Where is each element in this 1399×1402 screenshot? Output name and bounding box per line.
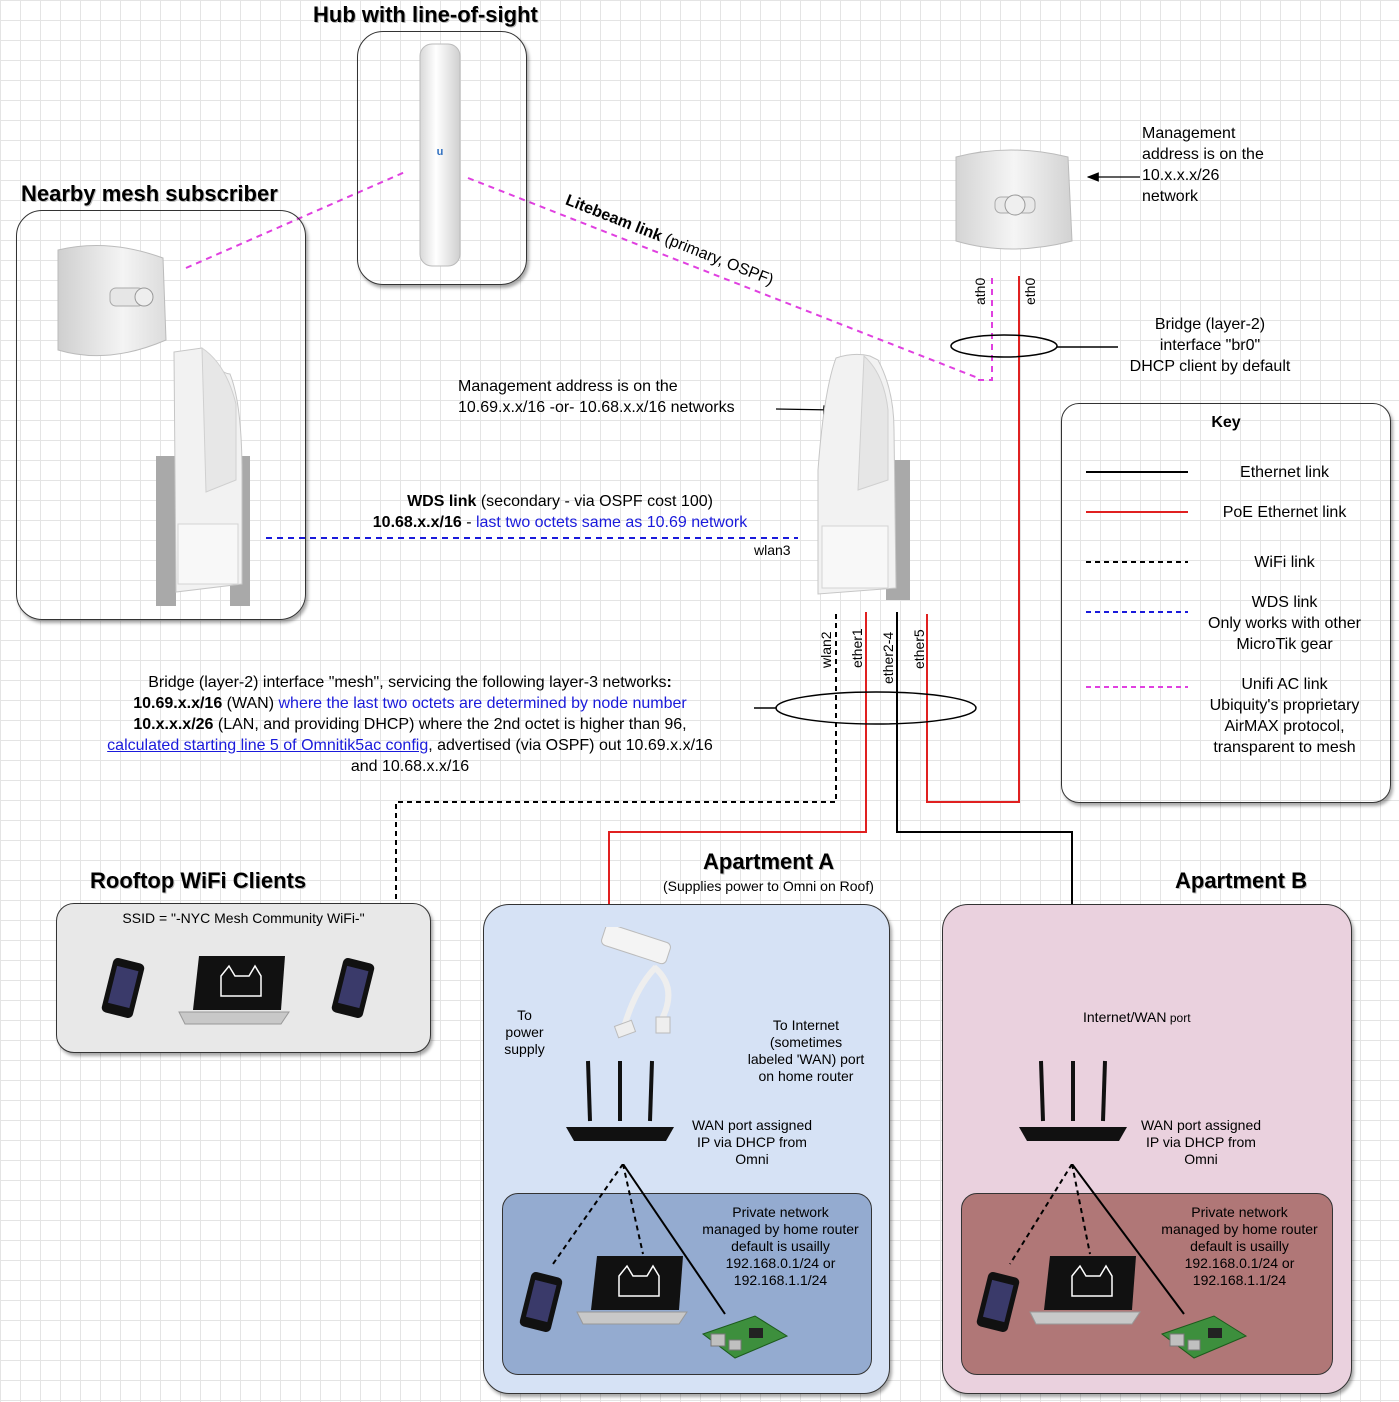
omnitik-config-link[interactable]: calculated starting line 5 of Omnitik5ac… — [107, 737, 429, 754]
wifi-wlan2-rooftop — [395, 614, 837, 902]
hub-title: Hub with line-of-sight — [313, 2, 538, 27]
svg-text:u: u — [437, 146, 444, 158]
key-ethernet-label: Ethernet link — [1240, 464, 1329, 481]
apt-b-device-links — [1009, 1164, 1185, 1315]
hub-box — [357, 31, 527, 285]
port-wlan3: wlan3 — [754, 542, 791, 558]
key-wifi-label: WiFi link — [1254, 554, 1315, 571]
litebeam-ac-hub-device: u — [419, 43, 461, 267]
poe-ether1-apt-a — [608, 612, 867, 925]
mesh-ellipse — [775, 691, 977, 725]
raspberry-pi-icon — [701, 1315, 789, 1359]
apt-a-title: Apartment A — [703, 849, 835, 874]
raspberry-pi-icon — [1160, 1315, 1248, 1359]
litebeam-dish-subscriber — [57, 245, 167, 357]
subscriber-title: Nearby mesh subscriber — [21, 181, 278, 206]
phone-icon — [519, 1272, 563, 1332]
poe-eth0-ether5 — [926, 276, 1020, 803]
laptop-icon — [576, 1256, 688, 1325]
key-swatches — [1086, 471, 1188, 688]
port-wlan2: wlan2 — [818, 631, 834, 668]
ssid-text: SSID = "-NYC Mesh Community WiFi-" — [122, 910, 365, 926]
port-ether1: ether1 — [849, 628, 865, 668]
mesh-bridge-text: Bridge (layer-2) interface "mesh", servi… — [107, 674, 713, 775]
home-router-b-icon — [1019, 1060, 1127, 1141]
key-poe-label: PoE Ethernet link — [1222, 504, 1347, 521]
unifi-link-hub-litebeam — [467, 177, 979, 379]
subscriber-box — [16, 210, 306, 620]
apt-b-wan-label: Internet/WAN port — [1083, 1009, 1191, 1025]
port-ether2-4: ether2-4 — [880, 631, 896, 684]
br0-bridge-text: Bridge (layer-2)interface "br0"DHCP clie… — [1129, 316, 1291, 375]
apt-a-subtitle: (Supplies power to Omni on Roof) — [663, 878, 874, 894]
omnitik-roof-device — [817, 353, 910, 600]
apt-b-title: Apartment B — [1175, 868, 1308, 893]
home-router-a-icon — [566, 1060, 674, 1141]
port-ath0: ath0 — [972, 277, 988, 305]
phone-icon — [976, 1272, 1020, 1332]
phone-icon — [331, 958, 375, 1018]
phone-icon — [101, 958, 145, 1018]
wds-link-label: WDS link (secondary - via OSPF cost 100)… — [372, 493, 748, 531]
key-box: Key Ethernet link PoE Ethernet link WiFi… — [1061, 403, 1391, 803]
omnitik-subscriber-device — [156, 347, 250, 606]
port-eth0: eth0 — [1022, 277, 1038, 305]
laptop-icon — [1029, 1256, 1141, 1325]
br0-ellipse — [950, 334, 1058, 358]
unifi-link-hub-subscriber — [185, 171, 406, 269]
key-title: Key — [1211, 414, 1241, 431]
rooftop-box: SSID = "-NYC Mesh Community WiFi-" — [56, 903, 431, 1053]
apt-a-device-links — [552, 1164, 726, 1315]
ath0-line — [978, 278, 993, 381]
litebeam-dish-roof — [955, 149, 1073, 250]
rooftop-title: Rooftop WiFi Clients — [90, 868, 307, 893]
poe-injector-icon — [601, 927, 672, 1039]
laptop-icon — [178, 956, 290, 1025]
port-ether5: ether5 — [911, 629, 927, 669]
